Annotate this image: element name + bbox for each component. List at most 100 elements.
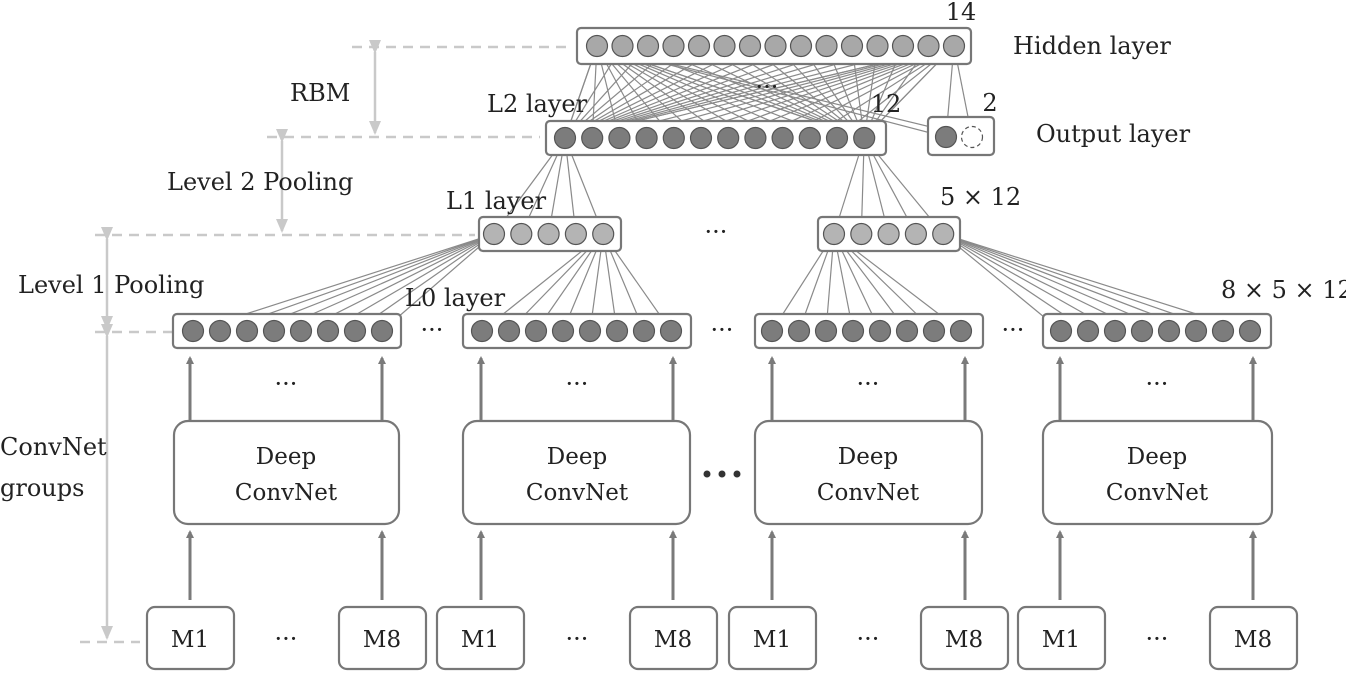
ellipsis: ··· (711, 316, 734, 344)
l2-node (825, 126, 849, 150)
input-m8-label: M8 (654, 627, 692, 653)
hidden-node (815, 34, 838, 58)
l0-node (343, 319, 367, 343)
ellipsis: ··· (857, 625, 880, 653)
l0-layer-label: L0 layer (405, 284, 506, 312)
convnet-label-line1: Deep (838, 444, 898, 470)
hidden-node (611, 34, 634, 58)
layer-labels: 14 Hidden layer 2 Output layer L2 layer … (0, 0, 1346, 502)
l2-node (798, 126, 821, 150)
deep-convnet-4: Deep ConvNet (1041, 419, 1274, 526)
input-boxes: M1 M8 M1 M8 M1 M8 M1 M8 (145, 605, 1299, 671)
output-layer-label: Output layer (1036, 120, 1191, 148)
l0-node (262, 319, 286, 343)
bold-ellipsis-dots (703, 470, 741, 478)
l2-node (581, 126, 604, 150)
l1-node (877, 222, 900, 246)
l0-node (814, 319, 838, 343)
l0-node (497, 319, 521, 343)
l0-node (316, 319, 340, 343)
l0-node (235, 319, 259, 343)
ellipsis: ··· (756, 73, 779, 101)
l0-node (787, 319, 811, 343)
convnet-label-line2: ConvNet (235, 480, 338, 506)
l0-layer-box-2 (461, 312, 693, 350)
l2-node (635, 126, 658, 150)
l0-node (208, 319, 232, 343)
hidden-node (764, 34, 787, 58)
input-m1-label: M1 (753, 627, 791, 653)
hidden-node (891, 34, 915, 58)
hidden-node (687, 34, 711, 58)
l0-node (868, 319, 892, 343)
deep-convnet-3: Deep ConvNet (753, 419, 984, 526)
ellipses: ··· ··· ··· ··· ··· ··· ··· ··· ··· ··· … (275, 73, 1169, 653)
input-m8-label: M8 (945, 627, 983, 653)
ellipsis: ··· (1002, 316, 1025, 344)
l0-node (895, 319, 919, 343)
l0-node (949, 319, 973, 343)
hidden-node (917, 34, 940, 58)
l1-layer-count: 5 × 12 (940, 183, 1021, 211)
l1-node (564, 222, 588, 246)
hidden-layer-count: 14 (946, 0, 977, 26)
hidden-node (789, 34, 813, 58)
hidden-node (942, 34, 966, 58)
convnet-label-line2: ConvNet (817, 480, 920, 506)
l2-node (553, 126, 577, 150)
hidden-node (713, 34, 736, 58)
ellipsis: ··· (566, 625, 589, 653)
l0-node (922, 319, 946, 343)
l0-node (1157, 319, 1181, 343)
hidden-node (636, 34, 660, 58)
l0-node (760, 319, 784, 343)
input-m1-label: M1 (1042, 627, 1080, 653)
hidden-node (662, 34, 685, 58)
input-m1-label: M1 (171, 627, 209, 653)
l0-node (524, 319, 548, 343)
output-node-inactive (960, 125, 984, 149)
l1-node (482, 222, 506, 246)
l2-node (744, 126, 767, 150)
hidden-node (738, 34, 762, 58)
hidden-layer-label: Hidden layer (1013, 32, 1171, 60)
input-m8-label: M8 (363, 627, 401, 653)
rbm-label: RBM (290, 79, 350, 107)
convnet-label-line2: ConvNet (526, 480, 629, 506)
ellipsis: ··· (275, 625, 298, 653)
l0-node (1103, 319, 1127, 343)
l2-node (662, 126, 685, 150)
deep-convnet-1: Deep ConvNet (172, 419, 401, 526)
l0-node (1049, 319, 1073, 343)
hidden-node (585, 34, 609, 58)
arrows (186, 356, 1257, 600)
dimension-guides (80, 40, 570, 644)
l0-layer-box-1 (171, 312, 403, 350)
l0-node (659, 319, 683, 343)
l2-node (853, 126, 876, 150)
l1-node (850, 222, 873, 246)
ellipsis: ··· (1146, 370, 1169, 398)
l0-node (632, 319, 656, 343)
l2-node (717, 126, 740, 150)
l1-node (932, 222, 955, 246)
l0-node (1076, 319, 1100, 343)
l0-layer-count: 8 × 5 × 12 (1221, 276, 1346, 304)
ellipsis: ··· (705, 218, 728, 246)
l0-node (1211, 319, 1235, 343)
l0-node (1184, 319, 1208, 343)
l2-layer-label: L2 layer (487, 90, 588, 118)
input-m1-label: M1 (461, 627, 499, 653)
l1-node (592, 222, 615, 246)
l1-node (510, 222, 533, 246)
convnet-label-line2: ConvNet (1106, 480, 1209, 506)
hidden-node (840, 34, 864, 58)
l0-node (605, 319, 629, 343)
l0-node (551, 319, 575, 343)
l2-layer-count: 12 (871, 90, 902, 118)
l0-node (370, 319, 394, 343)
l0-node (289, 319, 313, 343)
l0-node (578, 319, 602, 343)
l0-layer-box-4 (1041, 312, 1273, 350)
